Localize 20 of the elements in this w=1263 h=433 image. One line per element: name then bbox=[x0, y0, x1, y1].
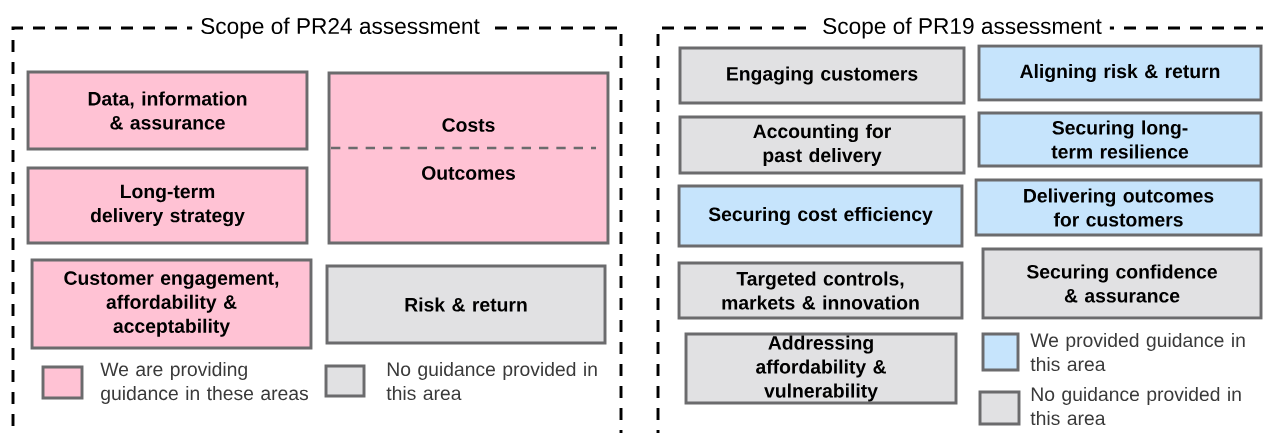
area-box: Data, information & assurance bbox=[26, 70, 309, 151]
area-box: Aligning risk & return bbox=[977, 44, 1263, 102]
frame-title: Scope of PR19 assessment bbox=[814, 16, 1110, 40]
area-box: Customer engagement, affordability & acceptability bbox=[30, 258, 313, 350]
legend-label: No guidance provided in this area bbox=[386, 361, 597, 401]
area-box: Securing long-term resilience bbox=[977, 111, 1263, 168]
legend-label: We are providing guidance in these areas bbox=[100, 362, 309, 404]
area-box: Accounting for past delivery bbox=[678, 115, 966, 175]
area-box: Targeted controls, markets & innovation bbox=[677, 261, 964, 320]
area-box: Delivering outcomes for customers bbox=[974, 178, 1263, 237]
area-box: Securing cost efficiency bbox=[677, 184, 964, 248]
area-box: Costs Outcomes bbox=[327, 71, 610, 245]
area-box: Long-term delivery strategy bbox=[26, 166, 309, 245]
area-box: Securing confidence & assurance bbox=[981, 247, 1263, 320]
legend-label: We provided guidance in this area bbox=[1030, 332, 1245, 372]
area-box: Addressing affordability & vulnerability bbox=[684, 332, 958, 405]
legend-label: No guidance provided in this area bbox=[1030, 386, 1241, 426]
area-box: Engaging customers bbox=[678, 46, 966, 105]
frame-title: Scope of PR24 assessment bbox=[192, 16, 488, 40]
area-box: Risk & return bbox=[325, 264, 607, 345]
